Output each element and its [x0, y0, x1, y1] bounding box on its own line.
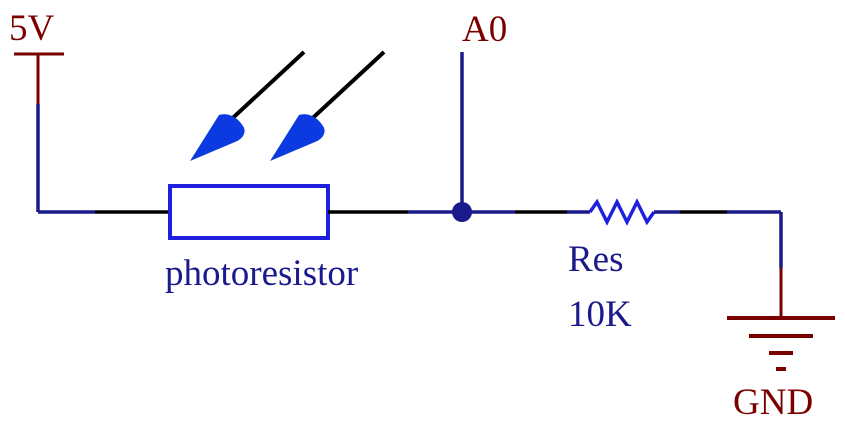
power-symbol-5v: [14, 52, 64, 104]
resistor-zigzag: [588, 198, 656, 226]
resistor-name-label: Res: [568, 239, 624, 280]
analog-pin-label: A0: [462, 9, 507, 50]
wire-5v-to-photoresistor: [36, 104, 170, 214]
light-arrow-left-icon: [190, 50, 306, 161]
resistor-value-label: 10K: [568, 294, 632, 335]
light-arrow-right-icon: [270, 50, 386, 161]
light-arrows: [190, 50, 386, 161]
power-label: 5V: [9, 8, 55, 49]
photoresistor-label: photoresistor: [165, 253, 358, 294]
photoresistor-body: [168, 184, 330, 240]
wire-resistor-to-ground: [654, 210, 783, 268]
ground-label: GND: [733, 382, 813, 423]
ground-symbol-icon: [727, 268, 835, 371]
